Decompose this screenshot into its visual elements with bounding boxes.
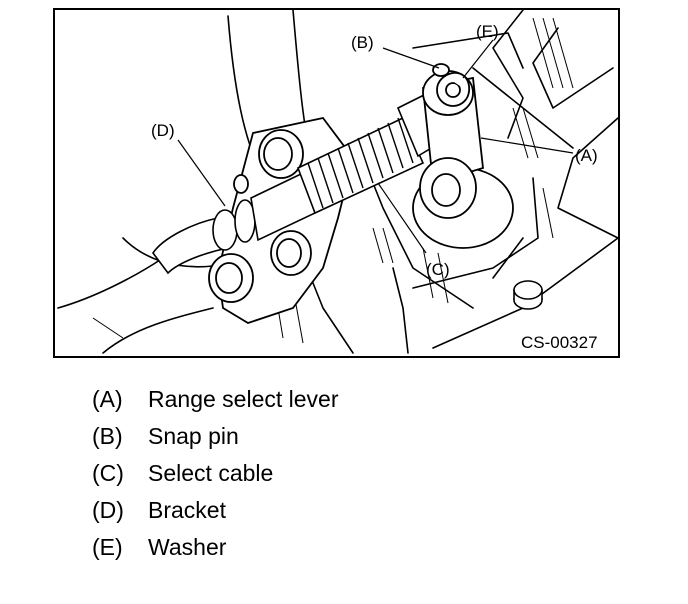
- legend-key: (B): [92, 423, 123, 449]
- legend-key: (A): [92, 386, 123, 412]
- legend-item-b: (B) Snap pin: [92, 421, 339, 458]
- legend-item-a: (A) Range select lever: [92, 384, 339, 421]
- legend-item-e: (E) Washer: [92, 532, 339, 569]
- drain-bolt: [513, 280, 543, 310]
- legend-text: Washer: [148, 534, 227, 560]
- leader-d: [177, 139, 226, 207]
- leader-lines: [177, 39, 574, 254]
- legend-list: (A) Range select lever (B) Snap pin (C) Sel…: [92, 384, 339, 569]
- callout-e: (E): [476, 22, 499, 41]
- legend-key: (C): [92, 460, 124, 486]
- leader-c: [377, 182, 427, 254]
- legend-key: (D): [92, 497, 124, 523]
- callout-c: (C): [426, 260, 450, 279]
- leader-b: [382, 47, 440, 69]
- legend-text: Bracket: [148, 497, 226, 523]
- legend-text: Select cable: [148, 460, 274, 486]
- legend-text: Snap pin: [148, 423, 239, 449]
- diagram-drawing: (B) (E) (A) (D) (C) CS-00327: [53, 8, 620, 358]
- legend-text: Range select lever: [148, 386, 339, 412]
- leader-e: [462, 39, 494, 79]
- legend-item-c: (C) Select cable: [92, 458, 339, 495]
- callout-d: (D): [151, 121, 175, 140]
- legend-item-d: (D) Bracket: [92, 495, 339, 532]
- diagram-figure: (B) (E) (A) (D) (C) CS-00327: [53, 8, 620, 358]
- cable-boot: [307, 117, 414, 209]
- legend-key: (E): [92, 534, 123, 560]
- figure-id: CS-00327: [521, 333, 598, 352]
- callout-a: (A): [575, 146, 598, 165]
- callout-b: (B): [351, 33, 374, 52]
- leader-a: [480, 137, 574, 154]
